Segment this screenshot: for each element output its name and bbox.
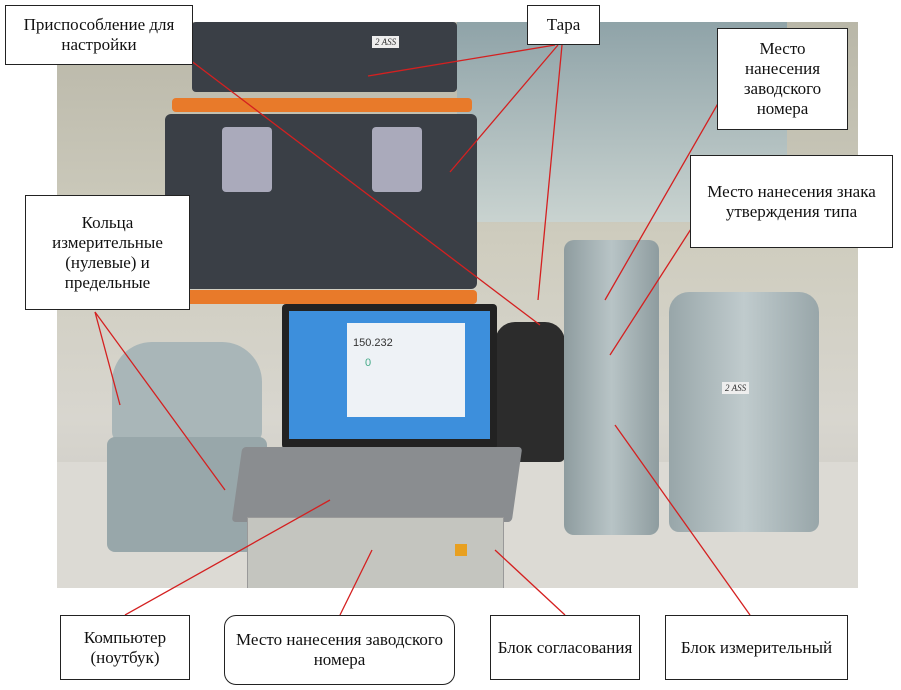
adjust-device-cylinder: [495, 322, 565, 462]
case-latch: [222, 127, 272, 192]
laptop-screen: 150.232 0: [289, 311, 490, 439]
app-window: 150.232 0: [347, 323, 465, 417]
tare-case-top: [192, 22, 457, 92]
callout-tare: Тара: [527, 5, 600, 45]
case-handle: [177, 290, 477, 304]
drum-label: 2 ASS: [722, 382, 750, 394]
measuring-drum: [669, 292, 819, 532]
callout-serial-place-bottom: Место нанесения заводского номера: [224, 615, 455, 685]
callout-matching-unit: Блок согласования: [490, 615, 640, 680]
leader-line: [124, 499, 331, 616]
matching-unit-switch: [455, 544, 467, 556]
leader-line: [609, 214, 701, 356]
tare-case-middle: [165, 114, 477, 289]
screen-zero: 0: [365, 357, 372, 369]
leader-line: [494, 549, 566, 616]
leader-line: [367, 44, 556, 77]
callout-serial-place-top: Место нанесения заводского номера: [717, 28, 848, 130]
leader-line: [537, 44, 563, 301]
callout-rings: Кольца измерительные (нулевые) и предель…: [25, 195, 190, 310]
leader-line: [604, 99, 721, 301]
callout-type-approval-place: Место нанесения знака утверждения типа: [690, 155, 893, 248]
leader-line: [339, 549, 373, 616]
leader-line: [189, 59, 541, 326]
leader-line: [94, 311, 226, 491]
case-label: 2 ASS: [372, 36, 400, 48]
callout-measuring-unit: Блок измерительный: [665, 615, 848, 680]
screen-value: 150.232: [353, 337, 393, 349]
leader-line: [94, 311, 121, 406]
callout-computer: Компьютер (ноутбук): [60, 615, 190, 680]
matching-unit-box: [247, 517, 504, 588]
callout-adjust-device: Приспособление для настройки: [5, 5, 193, 65]
leader-line: [449, 44, 559, 173]
case-latch: [372, 127, 422, 192]
ring-zero: [112, 342, 262, 442]
case-handle: [172, 98, 472, 112]
leader-line: [614, 424, 751, 616]
